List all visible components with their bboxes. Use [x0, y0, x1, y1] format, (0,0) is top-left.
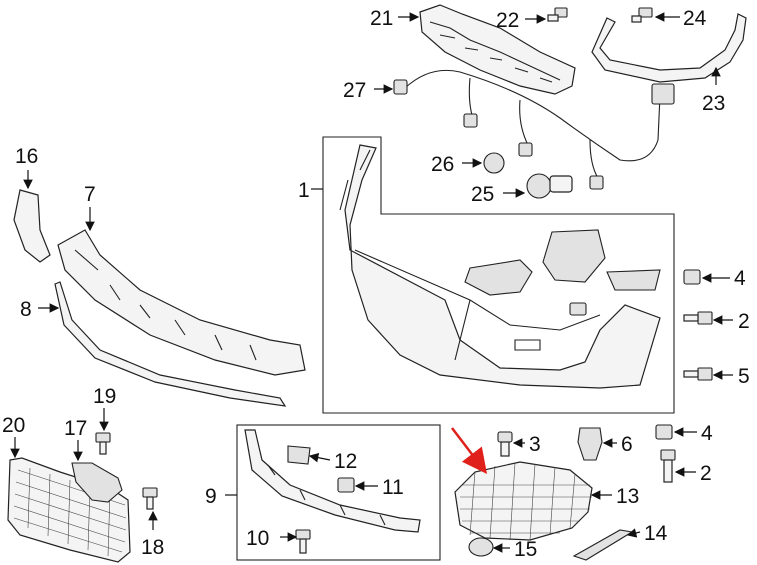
callout-3: 3 — [529, 433, 541, 456]
bolt-2-lower — [660, 449, 676, 483]
clip-4-lower — [655, 424, 673, 440]
callout-17: 17 — [64, 417, 87, 440]
side-bracket-16 — [13, 189, 51, 263]
callout-6: 6 — [621, 433, 633, 456]
energy-absorber-7 — [57, 229, 306, 376]
bumper-cover-part — [339, 144, 661, 389]
retainer-12 — [287, 445, 311, 465]
callout-5: 5 — [738, 365, 750, 388]
callout-labels: 21 22 24 23 27 26 25 1 16 7 8 4 2 5 20 1… — [2, 7, 750, 561]
callout-11: 11 — [382, 476, 404, 499]
bolt-5 — [683, 367, 713, 381]
bracket-17 — [71, 462, 123, 503]
callout-14: 14 — [644, 522, 668, 545]
callout-8: 8 — [20, 298, 32, 321]
fog-lamp-bracket-right — [606, 269, 661, 291]
callout-22: 22 — [496, 9, 519, 32]
callout-23: 23 — [702, 92, 725, 115]
bolt-2-upper — [683, 311, 713, 325]
sensor-retainer — [569, 302, 587, 316]
callout-26: 26 — [431, 153, 454, 176]
lower-valance-group-box — [236, 424, 441, 561]
pin-3 — [497, 431, 513, 457]
callout-4-lower: 4 — [701, 422, 713, 445]
bolt-22 — [547, 7, 568, 22]
upper-trim-strip-part — [591, 13, 747, 83]
upper-reinforcement-part — [419, 4, 576, 95]
trim-strip-14 — [572, 529, 634, 561]
bolt-10 — [295, 529, 311, 554]
callout-1: 1 — [298, 179, 310, 202]
callout-20: 20 — [2, 414, 25, 437]
callout-12: 12 — [334, 450, 357, 473]
tow-hook-cap-15 — [468, 537, 494, 557]
bumper-cover-group-box — [322, 136, 675, 414]
callout-21: 21 — [370, 7, 393, 30]
callout-25: 25 — [471, 183, 494, 206]
fog-lamp-bracket-left — [464, 259, 533, 296]
grommet-26 — [483, 152, 505, 174]
wiring-harness-part — [393, 69, 675, 190]
clip-4-upper — [683, 269, 701, 285]
bolt-18 — [142, 487, 158, 510]
bolt-19 — [95, 432, 111, 455]
lower-valance-9 — [244, 429, 421, 533]
highlight-arrow — [451, 427, 488, 474]
callout-24: 24 — [683, 7, 707, 30]
callout-10: 10 — [246, 527, 269, 550]
callout-19: 19 — [93, 385, 116, 408]
callout-16: 16 — [15, 145, 38, 168]
callout-2-lower: 2 — [700, 462, 712, 485]
callout-2-upper: 2 — [738, 310, 750, 333]
callout-9: 9 — [205, 485, 217, 508]
leader-lines — [10, 12, 733, 553]
callout-27: 27 — [343, 79, 366, 102]
callout-15: 15 — [514, 538, 537, 561]
clip-6 — [577, 427, 603, 461]
bolt-24 — [631, 7, 653, 23]
fog-lamp-bracket-center — [542, 229, 606, 283]
lower-grille-20 — [7, 457, 131, 563]
parking-sensor-25 — [526, 173, 573, 199]
lower-molding-strip-8 — [54, 281, 287, 407]
callout-18: 18 — [141, 536, 164, 559]
callout-7: 7 — [84, 183, 96, 206]
clip-11 — [337, 477, 355, 493]
center-grille-13 — [454, 461, 593, 541]
callout-13: 13 — [616, 485, 639, 508]
callout-4-upper: 4 — [734, 267, 746, 290]
